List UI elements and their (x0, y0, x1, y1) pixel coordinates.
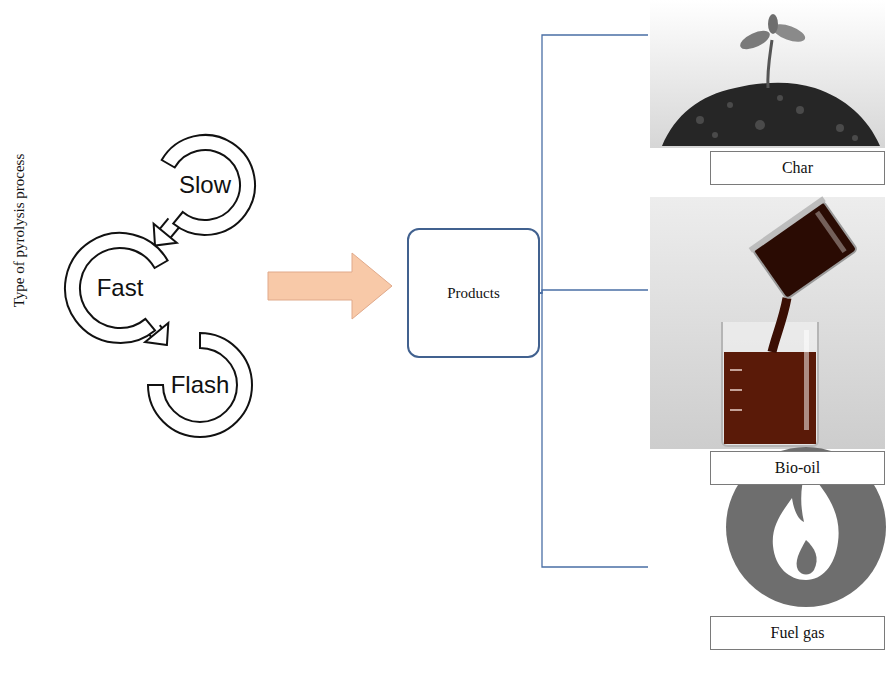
process-name: Flash (171, 371, 230, 399)
process-name: Slow (179, 171, 231, 199)
flow-arrow (268, 253, 392, 319)
bio-oil-picture (650, 196, 885, 449)
products-box: Products (407, 228, 540, 358)
branch-path (540, 293, 648, 567)
product-panel: Bio-oil (648, 195, 885, 485)
process-ring: Slow (155, 135, 255, 235)
arrow-head (154, 224, 177, 246)
curl-arrow (154, 222, 177, 246)
char-picture (650, 0, 885, 148)
product-panel: Char (648, 2, 885, 185)
product-caption: Char (710, 151, 885, 185)
product-caption: Fuel gas (710, 616, 885, 650)
branch-line (540, 35, 648, 293)
process-name: Fast (97, 274, 144, 302)
ring-arrow-band (148, 333, 252, 437)
ring-arrow-band (65, 233, 168, 343)
branch-path (540, 290, 648, 293)
arrow-shaft-outline (165, 223, 174, 233)
axis-label-holder: Type of pyrolysis process (12, 153, 29, 307)
axis-label: Type of pyrolysis process (12, 153, 29, 307)
product-caption: Bio-oil (710, 451, 885, 485)
branch-line (540, 293, 648, 567)
process-ring: Fast (65, 233, 175, 343)
branch-line (540, 290, 648, 293)
branch-path (540, 35, 648, 293)
ring-arrow-band (162, 135, 255, 235)
process-ring: Flash (148, 333, 252, 437)
box-title: Products (447, 285, 500, 302)
